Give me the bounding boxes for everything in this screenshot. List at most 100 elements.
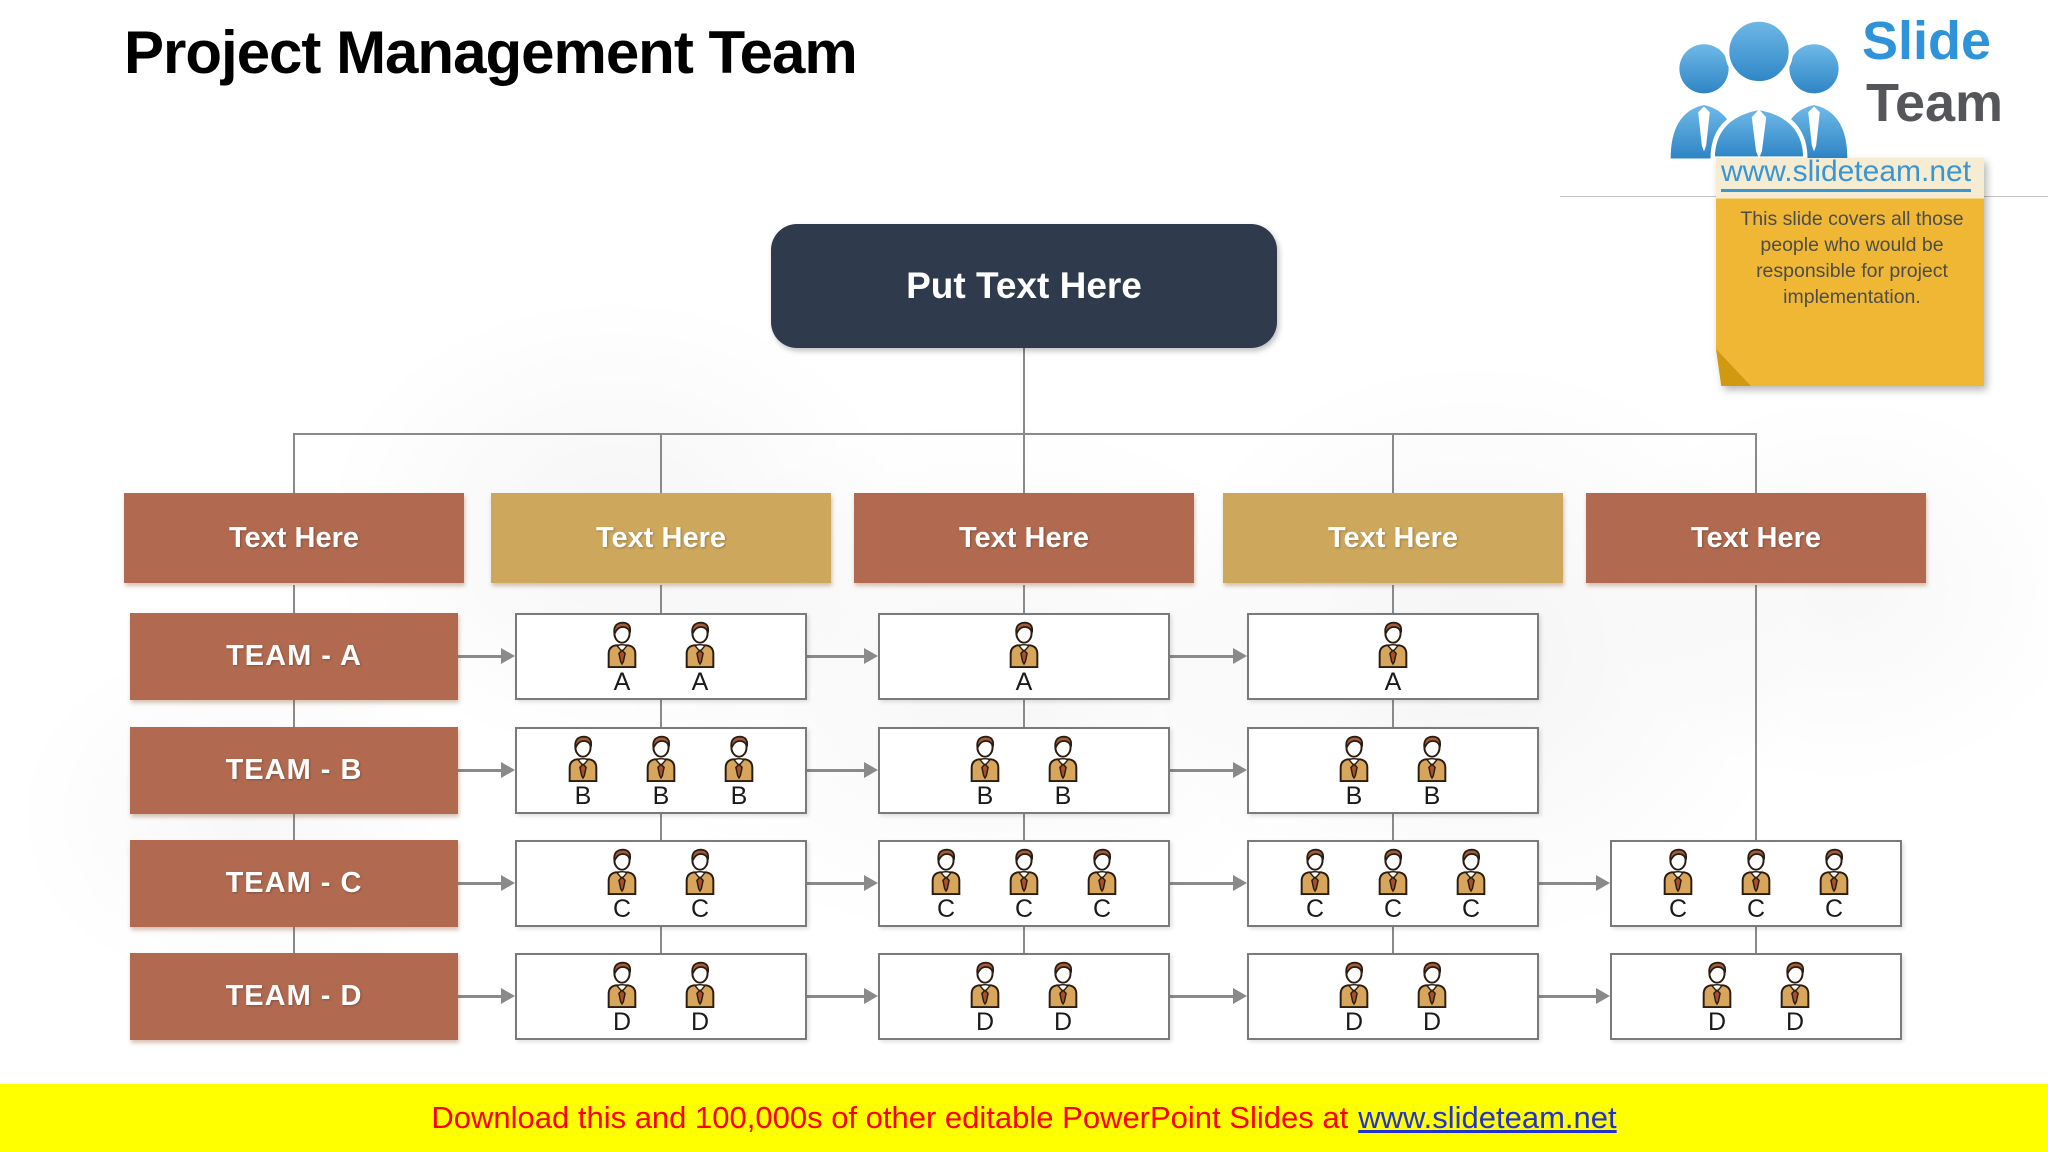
businessman-icon [568,735,598,782]
businessman-icon [1087,848,1117,895]
flow-arrow [458,762,515,778]
member-letter: A [1015,668,1033,696]
arrow-shaft [1170,994,1234,998]
businessman-icon [1009,621,1039,668]
member: B [959,734,1011,809]
member-letter: A [613,668,631,696]
column-header-label: Text Here [228,521,360,554]
arrow-shaft [807,881,865,885]
businessman-icon [607,848,637,895]
businessman-icon [685,621,715,668]
member-letter: D [1785,1008,1805,1036]
member-letter: B [1423,782,1441,810]
businessman-icon [1339,735,1369,782]
download-banner: Download this and 100,000s of other edit… [0,1084,2048,1152]
arrow-head [1596,875,1610,891]
team-row-label-box: TEAM - D [130,953,458,1040]
member: C [1808,847,1860,922]
businessman-icon [646,735,676,782]
arrow-shaft [1170,768,1234,772]
member-letter: C [1305,895,1325,923]
member-letter: B [1345,782,1363,810]
businessman-icon [970,735,1000,782]
connector-drop [1755,433,1757,493]
member-letter: D [612,1008,632,1036]
businessman-icon [1819,848,1849,895]
team-row-label: TEAM - A [226,640,362,672]
flow-arrow [458,988,515,1004]
businessman-icon [1009,848,1039,895]
member-cell: A [1247,613,1539,700]
column-header-box: Text Here [491,493,831,583]
member: D [1328,960,1380,1035]
arrow-shaft [1170,654,1234,658]
flow-arrow [1539,875,1610,891]
slideteam-link[interactable]: www.slideteam.net [1358,1100,1617,1135]
connector-column-spine [1755,585,1757,953]
column-header-box: Text Here [1586,493,1926,583]
businessman-icon [1048,735,1078,782]
member: B [1328,734,1380,809]
org-root-box: Put Text Here [771,224,1277,348]
businessman-icon [1780,961,1810,1008]
connector-drop [1392,433,1394,493]
flow-arrow [1539,988,1610,1004]
logo-brand-team: Team [1866,73,2004,133]
businessman-icon [1339,961,1369,1008]
member: D [1691,960,1743,1035]
arrow-head [501,988,515,1004]
member: A [596,620,648,695]
businessman-icon [607,621,637,668]
businessman-icon [685,961,715,1008]
logo-website-link[interactable]: www.slideteam.net [1678,155,2014,192]
flow-arrow [458,648,515,664]
download-banner-text: Download this and 100,000s of other edit… [431,1100,1349,1135]
arrow-shaft [807,994,865,998]
businessman-icon [607,961,637,1008]
arrow-head [1596,988,1610,1004]
businessman-icon [1456,848,1486,895]
flow-arrow [807,762,878,778]
member-letter: D [1344,1008,1364,1036]
connector-horizontal [294,433,1756,435]
businessman-icon [970,961,1000,1008]
member-letter: C [690,895,710,923]
member-letter: B [574,782,592,810]
connector-drop [660,433,662,493]
arrow-head [864,762,878,778]
businessman-icon [1663,848,1693,895]
arrow-head [864,648,878,664]
businessman-icon [1048,961,1078,1008]
column-header-label: Text Here [1327,521,1459,554]
arrow-head [501,762,515,778]
member: B [1037,734,1089,809]
connector-drop [1023,433,1025,493]
member: C [1367,847,1419,922]
team-row-label-box: TEAM - C [130,840,458,927]
connector-root-stem [1023,348,1025,433]
member: C [1076,847,1128,922]
member: C [920,847,972,922]
member: C [596,847,648,922]
flow-arrow [807,875,878,891]
column-header-label: Text Here [595,521,727,554]
member-letter: B [730,782,748,810]
team-people-icon [1670,17,1848,160]
org-root-label: Put Text Here [906,265,1142,306]
businessman-icon [1702,961,1732,1008]
team-row-label: TEAM - B [225,754,363,786]
member-letter: B [652,782,670,810]
businessman-icon [1741,848,1771,895]
flow-arrow [807,648,878,664]
member-letter: D [690,1008,710,1036]
member: C [998,847,1050,922]
member: B [713,734,765,809]
arrow-head [1233,762,1247,778]
